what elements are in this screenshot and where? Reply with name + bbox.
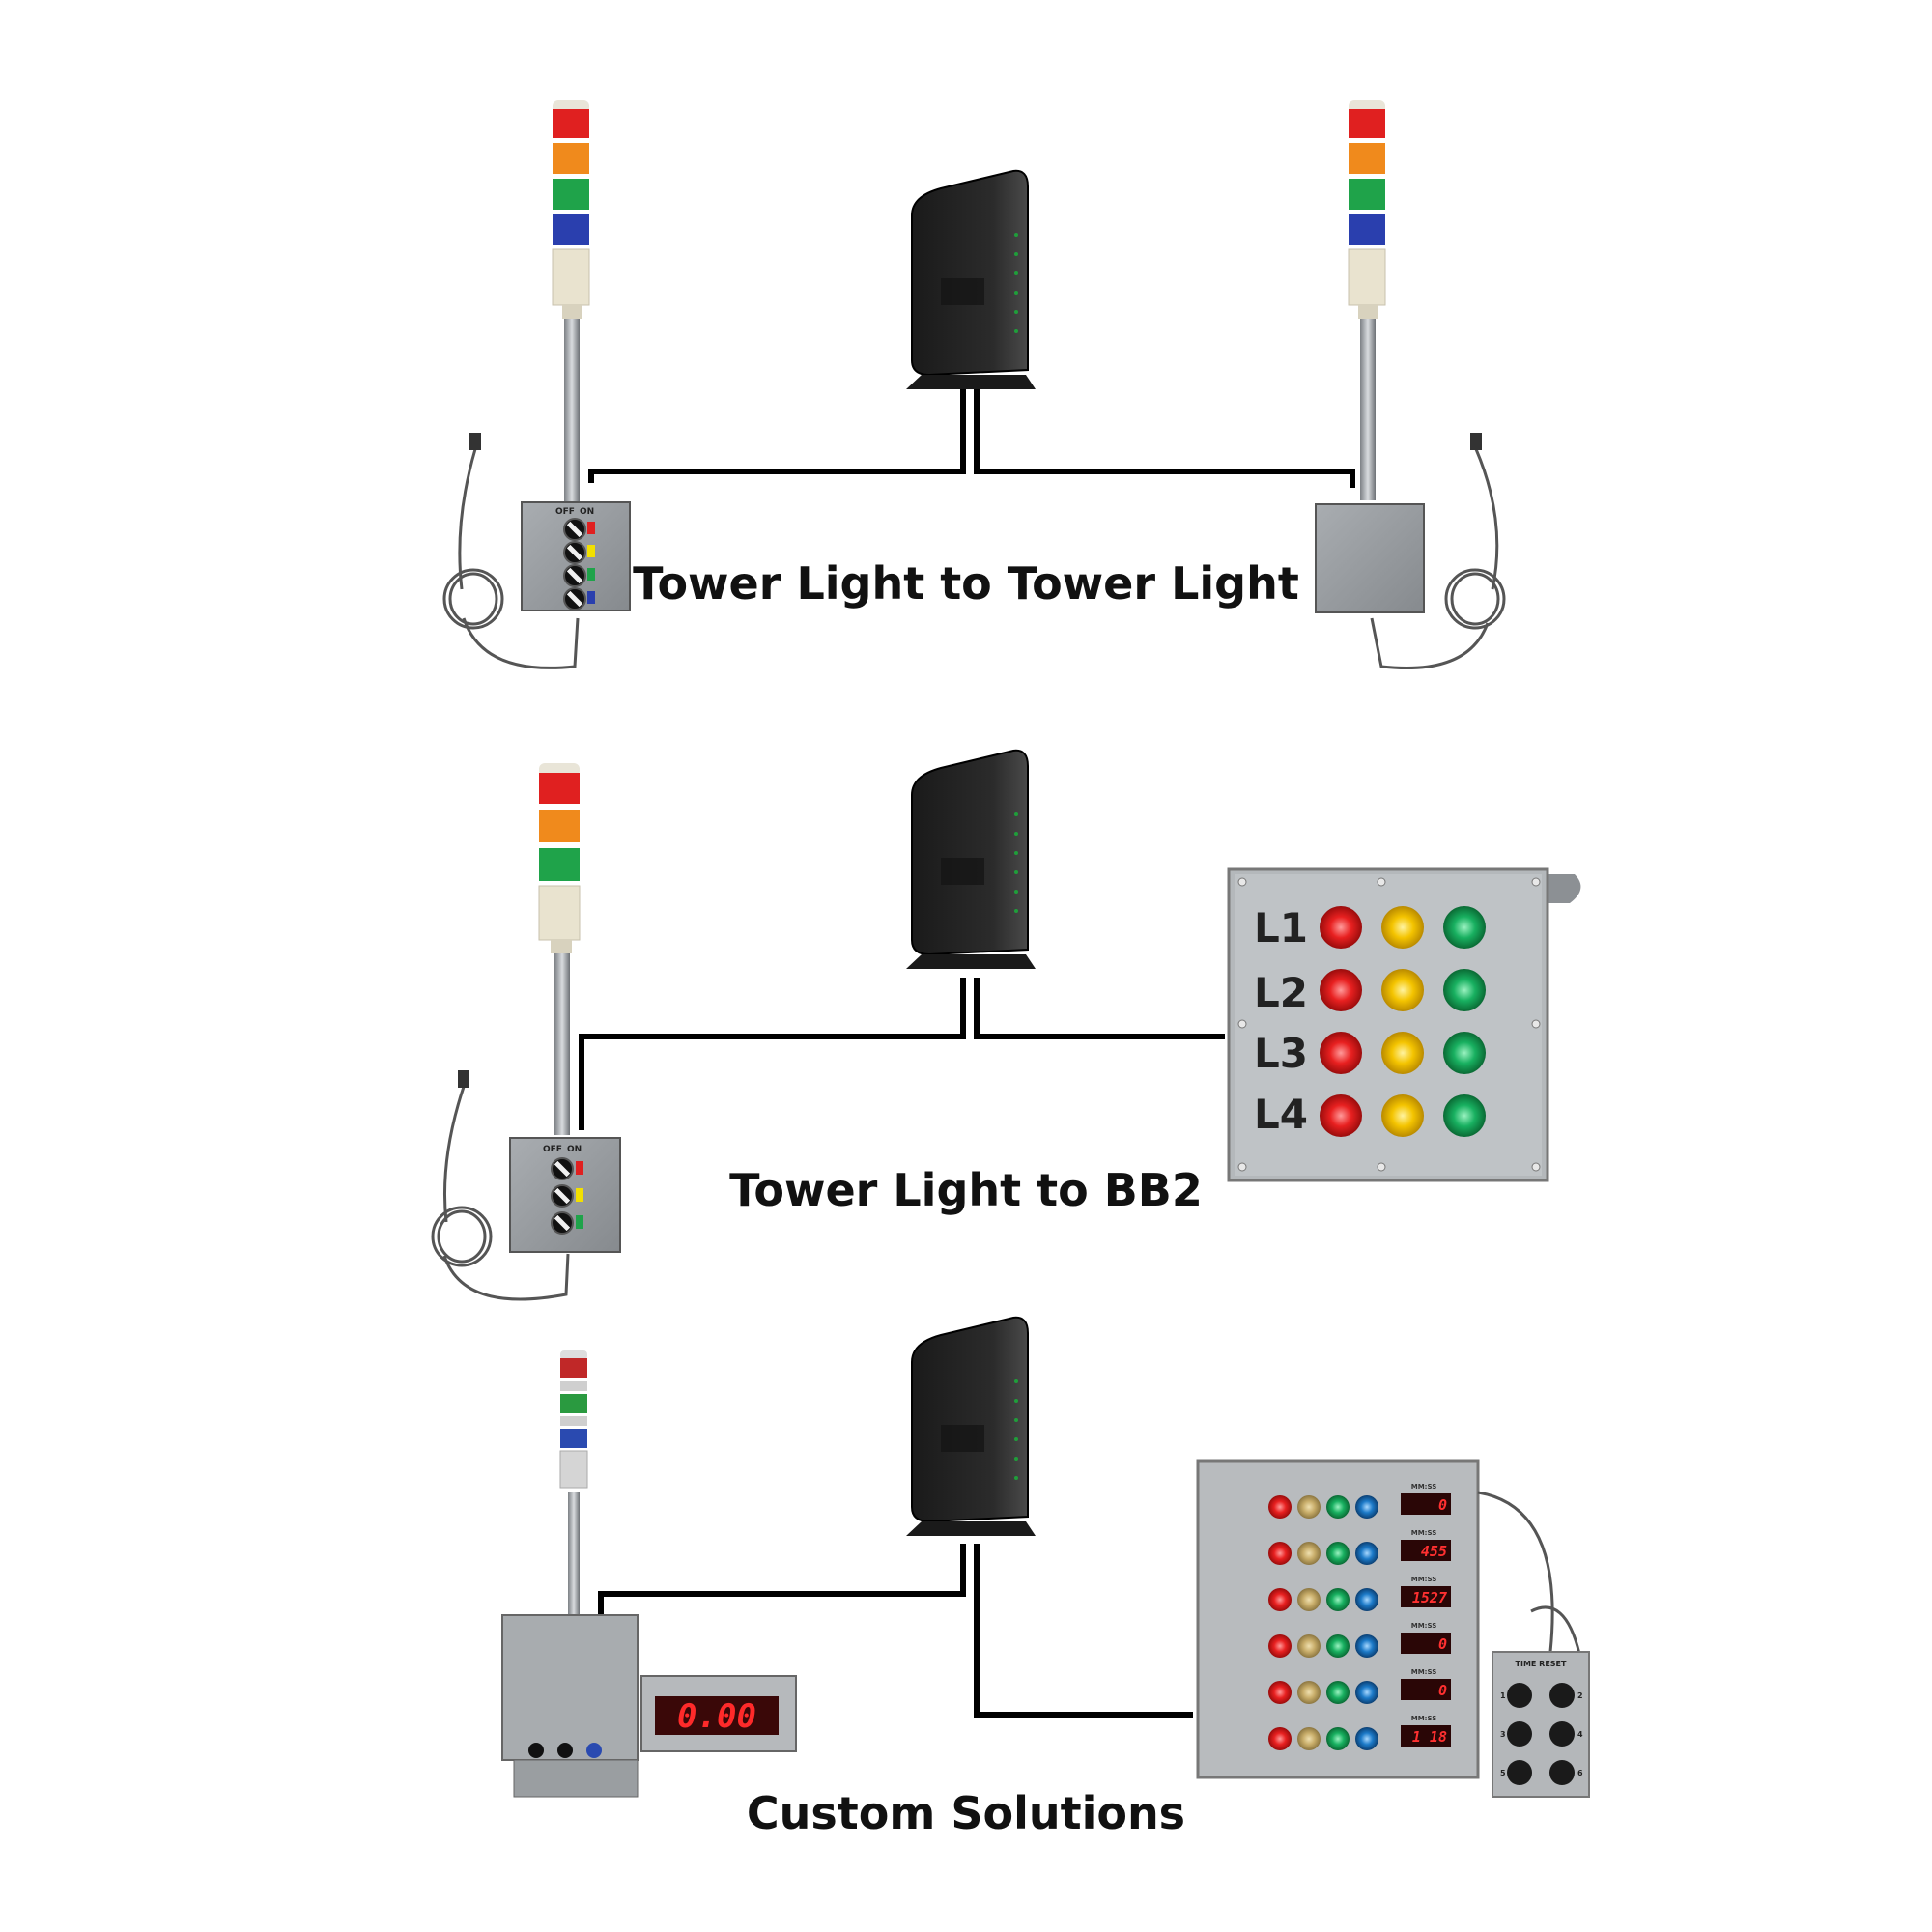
timer-displays: MM:SS 0 MM:SS 455 MM:SS 1527 MM:SS 0 MM:… — [1401, 1483, 1451, 1747]
switch-knob — [551, 1211, 574, 1235]
svg-text:MM:SS: MM:SS — [1411, 1576, 1437, 1583]
svg-text:MM:SS: MM:SS — [1411, 1715, 1437, 1722]
timer-value: 0 — [1438, 1682, 1447, 1699]
timer-value: 0 — [1438, 1635, 1447, 1653]
time-reset-box: TIME RESET 1 2 3 4 5 6 — [1492, 1651, 1590, 1798]
bb2-row-label: L4 — [1254, 1091, 1308, 1138]
switch-box-row1-right — [1315, 503, 1425, 613]
wire-row1-left — [588, 386, 966, 483]
tower-light-row1-right — [1348, 100, 1386, 500]
off-label: OFF — [543, 1145, 562, 1154]
wires — [579, 386, 1355, 1718]
timer-value: 1527 — [1412, 1589, 1447, 1606]
reset-box-title: TIME RESET — [1516, 1660, 1567, 1668]
svg-text:3: 3 — [1500, 1730, 1506, 1739]
router-icon — [905, 169, 1037, 390]
svg-text:5: 5 — [1500, 1769, 1506, 1777]
power-cord-row1-left — [442, 433, 580, 669]
caption-row3: Custom Solutions — [747, 1787, 1185, 1839]
switch-knob — [563, 541, 586, 564]
wire-row3-left — [598, 1544, 966, 1623]
svg-text:4: 4 — [1577, 1730, 1583, 1739]
switch-knob — [563, 564, 586, 587]
counter-display: 0.00 — [640, 1675, 797, 1752]
svg-text:6: 6 — [1577, 1769, 1583, 1777]
switch-box-row1-left: OFF ON — [521, 501, 631, 611]
switch-knob — [551, 1184, 574, 1208]
wire-row3-right — [974, 1544, 1193, 1718]
timer-value: 455 — [1421, 1543, 1447, 1560]
control-box-row3 — [501, 1614, 639, 1798]
wire-row2-left — [579, 978, 966, 1130]
router-icon — [905, 1316, 1037, 1537]
svg-text:MM:SS: MM:SS — [1411, 1529, 1437, 1537]
bb2-row-label: L2 — [1254, 969, 1308, 1016]
switch-knob — [563, 518, 586, 541]
timer-value: 1 18 — [1412, 1728, 1447, 1746]
switch-knob — [551, 1157, 574, 1180]
caption-row2: Tower Light to BB2 — [729, 1164, 1203, 1216]
caption-row1: Tower Light to Tower Light — [633, 557, 1299, 610]
bb2-row-label: L3 — [1254, 1030, 1308, 1077]
on-label: ON — [580, 507, 594, 517]
tower-light-row3 — [559, 1350, 588, 1618]
bb2-lamps — [1320, 906, 1486, 1137]
svg-text:MM:SS: MM:SS — [1411, 1483, 1437, 1491]
tower-light-row2 — [538, 763, 581, 1135]
tower-light-row1-left — [552, 100, 590, 510]
custom-panel: MM:SS 0 MM:SS 455 MM:SS 1527 MM:SS 0 MM:… — [1196, 1459, 1581, 1779]
power-cord-row2 — [431, 1070, 570, 1301]
counter-value: 0.00 — [677, 1697, 756, 1736]
timer-value: 0 — [1438, 1496, 1447, 1514]
custom-lamps — [1268, 1495, 1378, 1750]
off-label: OFF — [555, 507, 575, 517]
svg-text:MM:SS: MM:SS — [1411, 1668, 1437, 1676]
switch-box-row2: OFF ON — [509, 1137, 621, 1253]
wire-row1-right — [974, 386, 1355, 488]
power-cord-row1-right — [1370, 433, 1506, 670]
on-label: ON — [567, 1145, 582, 1154]
svg-text:1: 1 — [1500, 1691, 1506, 1700]
svg-text:MM:SS: MM:SS — [1411, 1622, 1437, 1630]
wire-row2-right — [974, 978, 1225, 1039]
bb2-row-label: L1 — [1254, 904, 1308, 952]
svg-text:2: 2 — [1577, 1691, 1583, 1700]
switch-knob — [563, 587, 586, 611]
bb2-panel: L1 L2 L3 L4 — [1227, 867, 1581, 1182]
router-icon — [905, 749, 1037, 970]
